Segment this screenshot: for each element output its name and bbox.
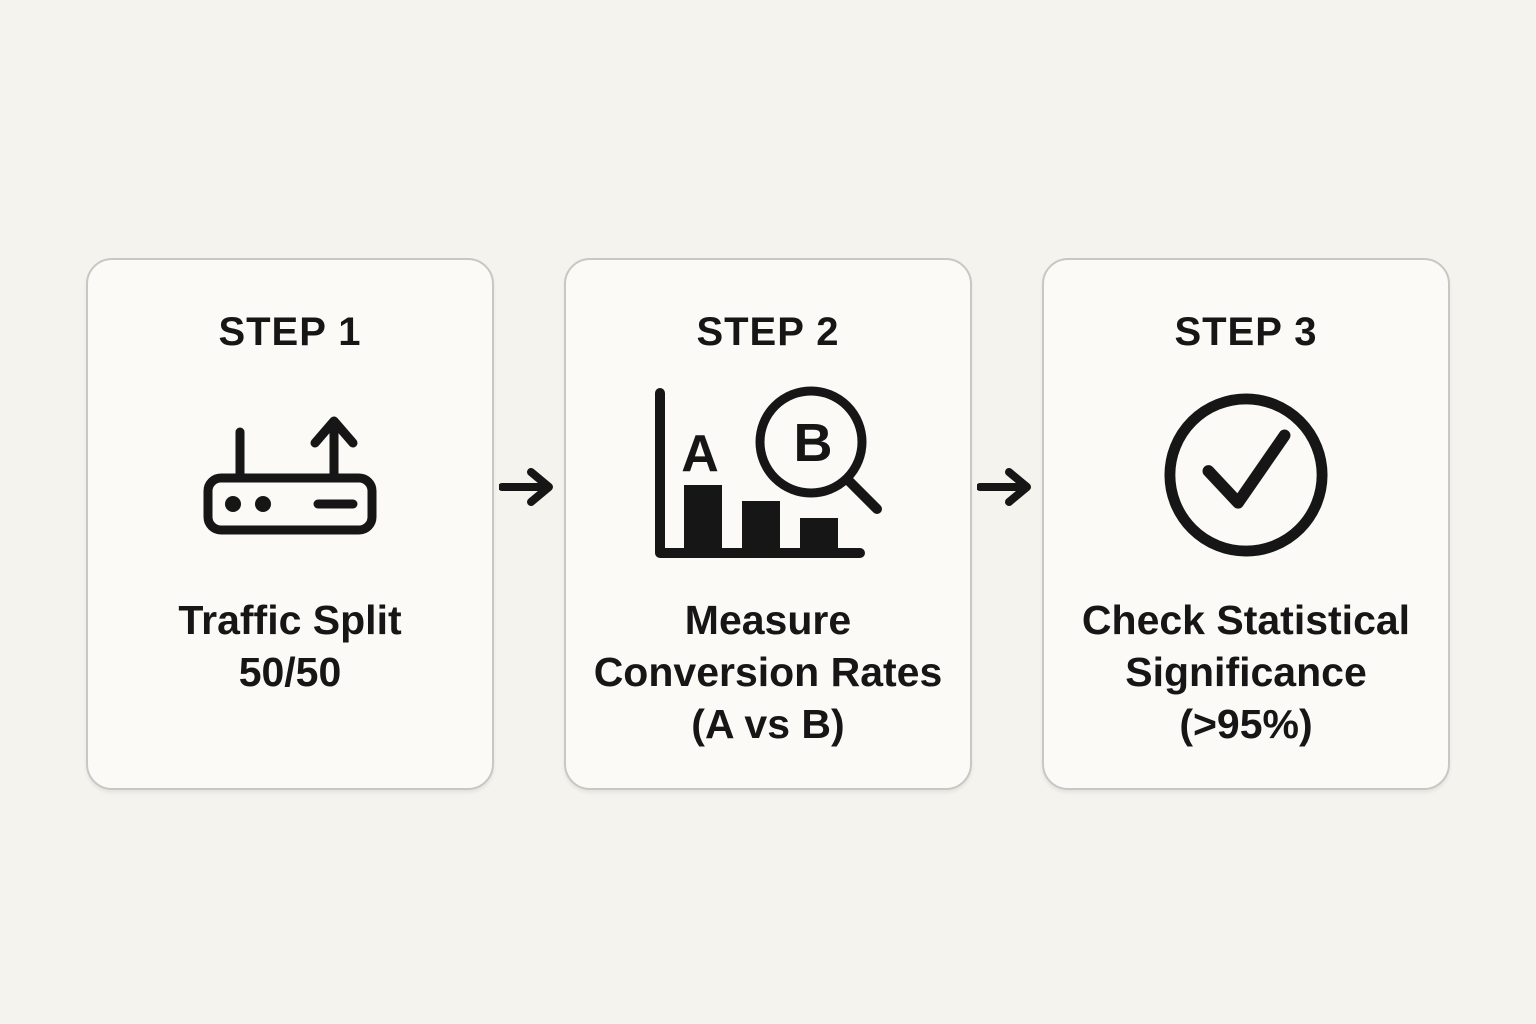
bar-label-a: A bbox=[681, 425, 719, 483]
arrow-right-icon bbox=[977, 468, 1031, 506]
step-3-caption: Check Statistical Significance (>95%) bbox=[1082, 594, 1410, 750]
step-1-label: STEP 1 bbox=[218, 310, 362, 354]
caption-line: (>95%) bbox=[1179, 701, 1313, 747]
step-1-icon-wrap bbox=[202, 356, 378, 594]
connector-2 bbox=[972, 258, 1042, 790]
caption-line: Check Statistical bbox=[1081, 597, 1411, 643]
step-3-icon-wrap bbox=[1162, 356, 1330, 594]
step-1-caption: Traffic Split 50/50 bbox=[178, 594, 401, 698]
arrow-right-icon bbox=[499, 468, 553, 506]
step-card-2: STEP 2 A B Measure Conversion Rates (A v… bbox=[564, 258, 972, 790]
step-card-3: STEP 3 Check Statistical Significance (>… bbox=[1042, 258, 1450, 790]
connector-1 bbox=[494, 258, 564, 790]
check-circle-icon bbox=[1164, 393, 1328, 557]
caption-line: 50/50 bbox=[238, 649, 342, 695]
step-3-label: STEP 3 bbox=[1174, 310, 1318, 354]
caption-line: Traffic Split bbox=[178, 597, 402, 643]
step-card-1: STEP 1 Traffic Split 50/50 bbox=[86, 258, 494, 790]
caption-line: (A vs B) bbox=[691, 701, 845, 747]
caption-line: Measure bbox=[684, 597, 852, 643]
caption-line: Conversion Rates bbox=[593, 649, 943, 695]
magnifier-label-b: B bbox=[794, 413, 833, 473]
ab-comparison-bar-chart-magnifier-icon: A B bbox=[655, 386, 882, 558]
step-2-caption: Measure Conversion Rates (A vs B) bbox=[594, 594, 943, 750]
step-2-label: STEP 2 bbox=[696, 310, 840, 354]
traffic-split-router-icon bbox=[203, 416, 377, 535]
steps-row: STEP 1 Traffic Split 50/50 bbox=[0, 258, 1536, 790]
step-2-icon-wrap: A B bbox=[648, 356, 888, 594]
caption-line: Significance bbox=[1125, 649, 1367, 695]
